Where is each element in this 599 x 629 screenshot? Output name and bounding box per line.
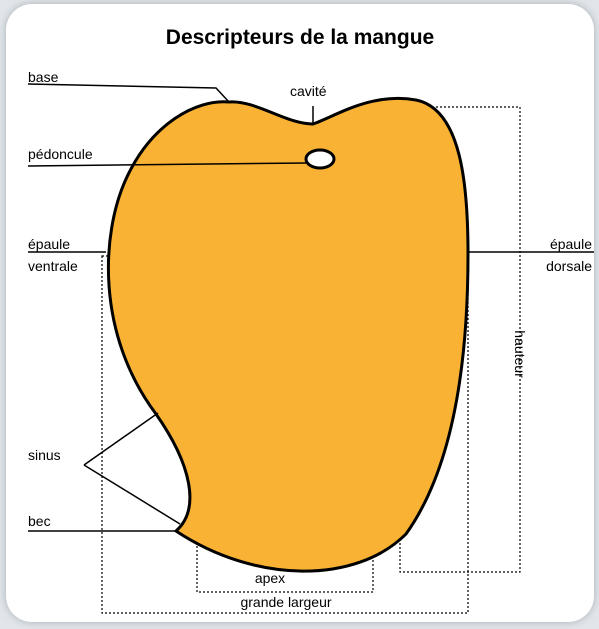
label-grande-largeur: grande largeur — [240, 594, 331, 610]
label-bec: bec — [28, 513, 51, 529]
label-epaule-dorsale-1: épaule — [550, 236, 592, 252]
mango-diagram: base cavité pédoncule épaule ventrale ép… — [27, 69, 594, 614]
diagram-title: Descripteurs de la mangue — [165, 26, 435, 49]
label-epaule-ventrale-1: épaule — [28, 236, 70, 252]
label-base: base — [28, 69, 59, 85]
label-epaule-ventrale-2: ventrale — [28, 258, 78, 274]
mango-body — [106, 97, 470, 573]
label-apex: apex — [255, 570, 285, 586]
base-line — [27, 83, 230, 103]
width-guide — [101, 255, 469, 614]
label-cavite: cavité — [290, 83, 327, 99]
pedoncule-line — [27, 162, 307, 167]
leader-lines — [27, 83, 594, 532]
sinus-line-1 — [83, 412, 159, 466]
label-pedoncule: pédoncule — [28, 146, 93, 162]
label-hauteur: hauteur — [512, 330, 528, 378]
sinus-line-2 — [83, 464, 181, 525]
diagram-card: Descripteurs de la mangue base cavité pé… — [6, 4, 594, 622]
label-epaule-dorsale-2: dorsale — [546, 258, 592, 274]
peduncle-mark — [304, 148, 336, 170]
label-sinus: sinus — [28, 447, 61, 463]
